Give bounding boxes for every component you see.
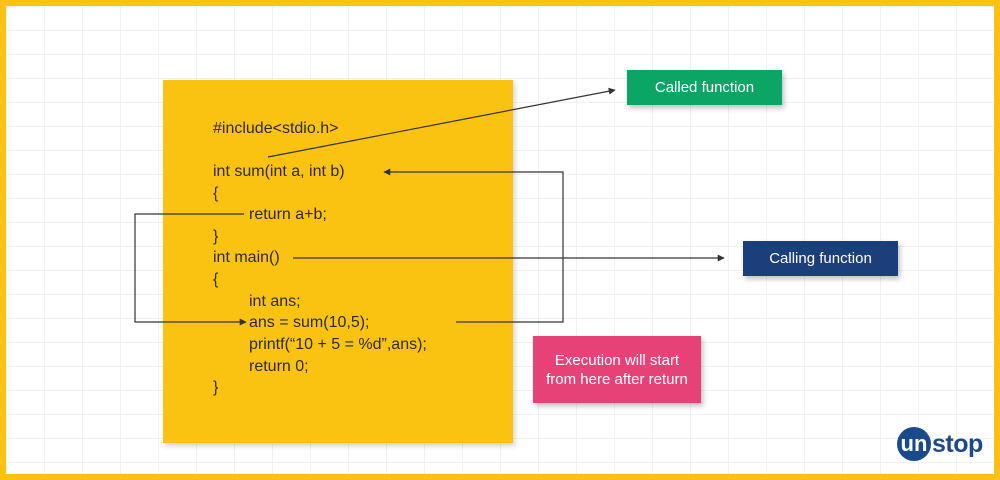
code-line-open-brace: { [213,185,219,202]
code-line-close-brace: } [213,228,219,245]
logo-mark: un [897,427,931,461]
code-line-main-close-brace: } [213,379,219,396]
code-line-main-signature: int main() [213,249,280,266]
called-function-label: Called function [627,70,782,105]
calling-function-label: Calling function [743,241,898,276]
code-line-printf: printf(“10 + 5 = %d”,ans); [249,336,427,353]
logo-wordmark: stop [932,429,983,458]
arrow-return-to-caller [134,213,247,326]
arrow-to-called-function [267,87,616,158]
code-line-return-zero: return 0; [249,358,309,375]
arrow-call-to-sum [383,168,564,323]
code-line-sum-signature: int sum(int a, int b) [213,163,345,180]
code-panel [163,80,513,443]
code-line-include: #include<stdio.h> [213,120,339,137]
execution-note-label: Execution will start from here after ret… [533,336,701,403]
code-line-return-sum: return a+b; [249,206,327,223]
code-line-call-sum: ans = sum(10,5); [249,314,370,331]
code-line-declare-ans: int ans; [249,293,301,310]
code-line-main-open-brace: { [213,271,219,288]
unstop-logo: un stop [897,427,983,461]
flow-arrows [134,87,725,326]
